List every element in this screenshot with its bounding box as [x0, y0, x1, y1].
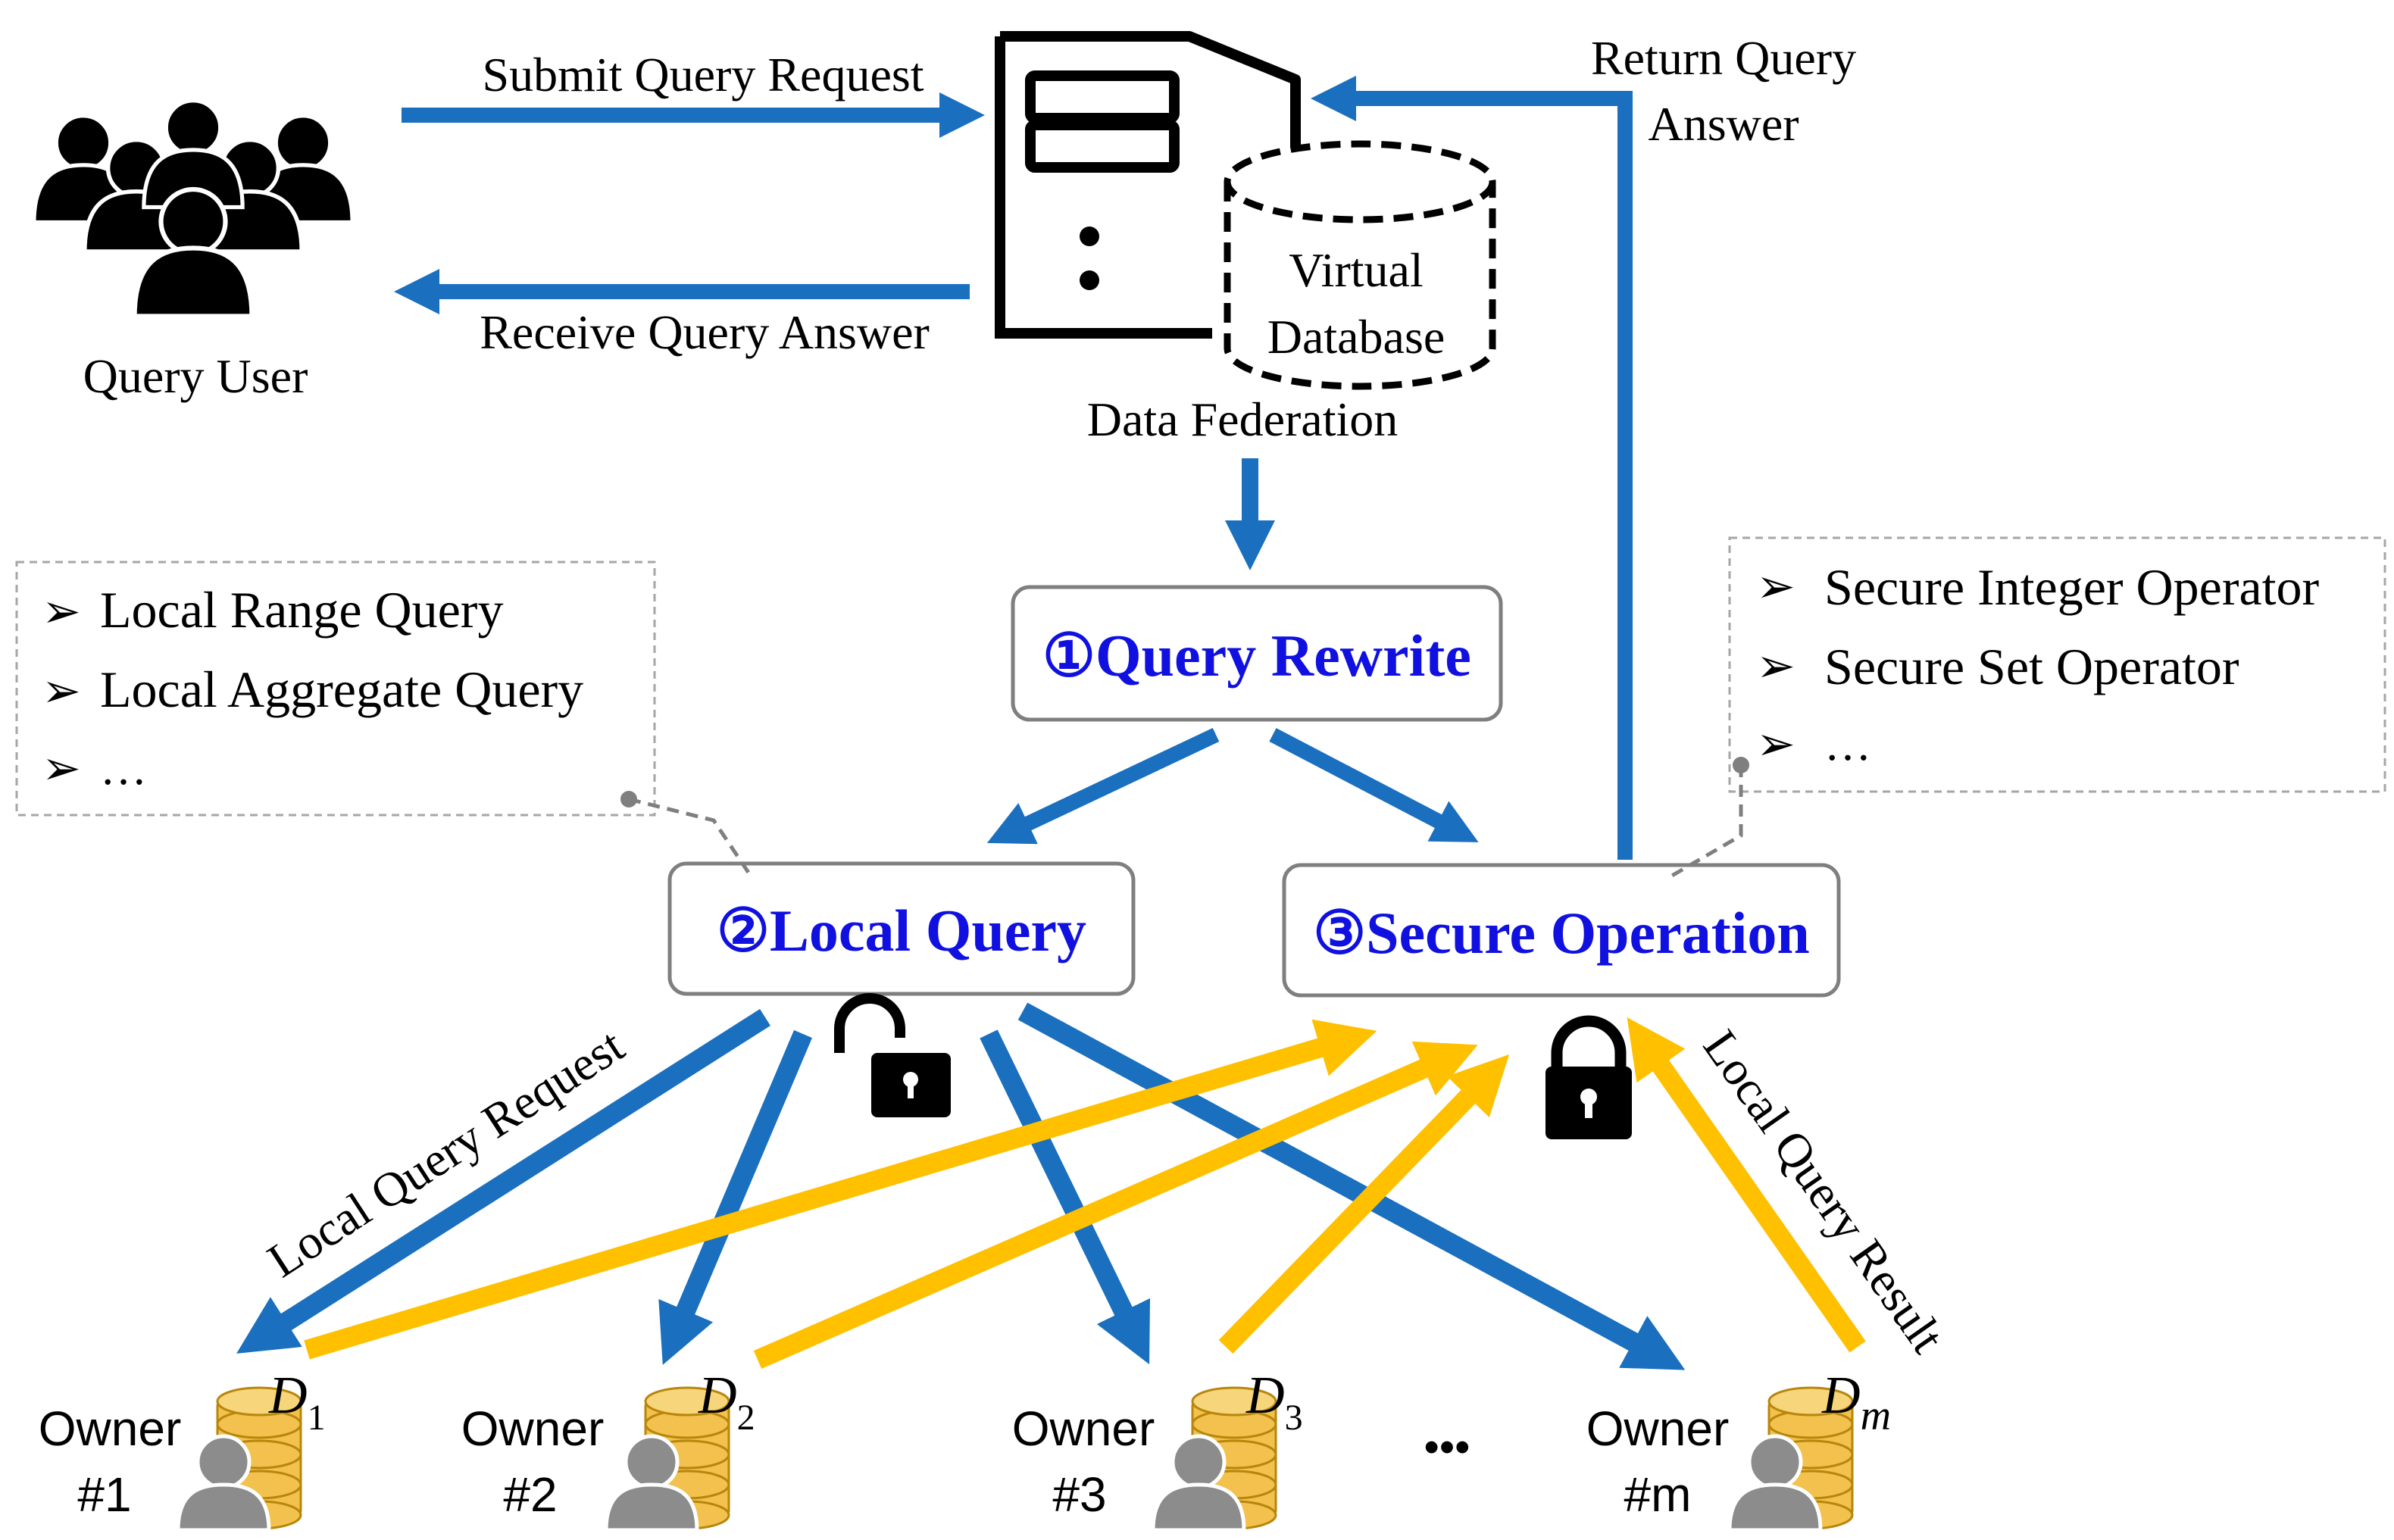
- owner-1-dataset: D1: [268, 1367, 326, 1438]
- rewrite-to-secure-arrow: [1269, 728, 1479, 842]
- owner-m-name: Owner: [1586, 1401, 1730, 1456]
- return-label-line1: Return Query: [1591, 31, 1856, 85]
- owner-m-number: #m: [1624, 1467, 1692, 1522]
- owner-1-number: #1: [77, 1467, 131, 1522]
- local-query-label: ②Local Query: [717, 898, 1086, 964]
- local-note-item-3: …: [100, 743, 147, 795]
- return-answer-arrow: [1311, 76, 1633, 860]
- owner-m: Owner #m Dm: [1586, 1367, 1891, 1530]
- result-arrow-owner-m: [1627, 1017, 1866, 1353]
- owner-3-number: #3: [1052, 1467, 1106, 1522]
- owner-3-dataset-d: D: [1245, 1367, 1285, 1425]
- users-group-icon: [34, 101, 352, 317]
- server-icon: [995, 31, 1301, 339]
- local-note-item-1: Local Range Query: [100, 581, 503, 639]
- submit-label: Submit Query Request: [482, 48, 924, 102]
- secure-note-bullet-1: ➢: [1756, 561, 1796, 613]
- lock-open-icon: [834, 993, 951, 1117]
- virtual-database-icon: [1224, 140, 1496, 390]
- owner-3-dataset: D3: [1245, 1367, 1303, 1438]
- local-query-note: ➢ Local Range Query ➢ Local Aggregate Qu…: [15, 561, 656, 817]
- owners-ellipsis: •••: [1424, 1423, 1470, 1472]
- secure-note-item-1: Secure Integer Operator: [1824, 558, 2320, 616]
- owner-2-number: #2: [503, 1467, 557, 1522]
- owner-m-dataset-d: D: [1821, 1367, 1861, 1425]
- request-arrow-owner-m: [1017, 1002, 1686, 1370]
- secure-note-bullet-2: ➢: [1756, 641, 1796, 692]
- result-arrow-owner-2: [753, 1041, 1478, 1369]
- local-note-item-2: Local Aggregate Query: [100, 661, 583, 718]
- return-label-line2: Answer: [1648, 97, 1799, 151]
- secure-note-bullet-3: ➢: [1756, 719, 1796, 770]
- owner-3: Owner #3 D3: [1012, 1367, 1303, 1530]
- result-arrow-owner-1: [304, 1019, 1377, 1360]
- owner-m-dataset: Dm: [1821, 1367, 1891, 1439]
- owner-2-dataset-d: D: [698, 1367, 737, 1425]
- secure-operation-label: ③Secure Operation: [1313, 900, 1810, 966]
- local-note-bullet-1: ➢: [42, 586, 81, 638]
- owner-2-dataset: D2: [698, 1367, 755, 1438]
- local-note-connector-dot: [620, 791, 637, 807]
- secure-note-item-2: Secure Set Operator: [1824, 638, 2239, 695]
- receive-label: Receive Query Answer: [480, 305, 930, 359]
- local-note-bullet-2: ➢: [42, 666, 81, 717]
- request-arrow-owner-3: [980, 1029, 1151, 1365]
- secure-note-connector-dot: [1733, 757, 1749, 773]
- query-rewrite-label: ①Query Rewrite: [1042, 623, 1471, 689]
- query-user-label: Query User: [83, 349, 308, 403]
- secure-operation-box: ③Secure Operation: [1282, 863, 1841, 998]
- owner-1-dataset-sub: 1: [308, 1398, 326, 1438]
- owner-3-name: Owner: [1012, 1401, 1155, 1456]
- owner-2-dataset-sub: 2: [737, 1398, 755, 1438]
- local-query-request-label: Local Query Request: [258, 1018, 633, 1288]
- owner-2: Owner #2 D2: [461, 1367, 755, 1530]
- rewrite-to-local-arrow: [986, 727, 1220, 845]
- secure-note-item-3: …: [1824, 719, 1871, 770]
- lock-closed-icon: [1545, 1015, 1632, 1139]
- virtual-db-line1: Virtual: [1289, 243, 1423, 297]
- request-arrow-owner-2: [658, 1029, 812, 1365]
- local-note-bullet-3: ➢: [42, 743, 81, 795]
- query-rewrite-box: ①Query Rewrite: [1011, 585, 1503, 722]
- owner-1-dataset-d: D: [268, 1367, 308, 1425]
- owner-1-name: Owner: [39, 1401, 182, 1456]
- result-arrow-owner-3: [1218, 1054, 1510, 1354]
- secure-note-connector: [1665, 765, 1743, 881]
- request-arrow-owner-1: [236, 1009, 770, 1354]
- local-query-box: ②Local Query: [667, 861, 1136, 996]
- owner-1: Owner #1 D1: [39, 1367, 326, 1530]
- owner-m-dataset-sub: m: [1861, 1392, 1891, 1439]
- owner-2-name: Owner: [461, 1401, 605, 1456]
- virtual-db-line2: Database: [1267, 310, 1445, 364]
- owner-3-dataset-sub: 3: [1285, 1398, 1303, 1438]
- local-note-connector: [628, 797, 752, 876]
- data-federation-label: Data Federation: [1087, 392, 1399, 446]
- secure-operation-note: ➢ Secure Integer Operator ➢ Secure Set O…: [1728, 536, 2386, 793]
